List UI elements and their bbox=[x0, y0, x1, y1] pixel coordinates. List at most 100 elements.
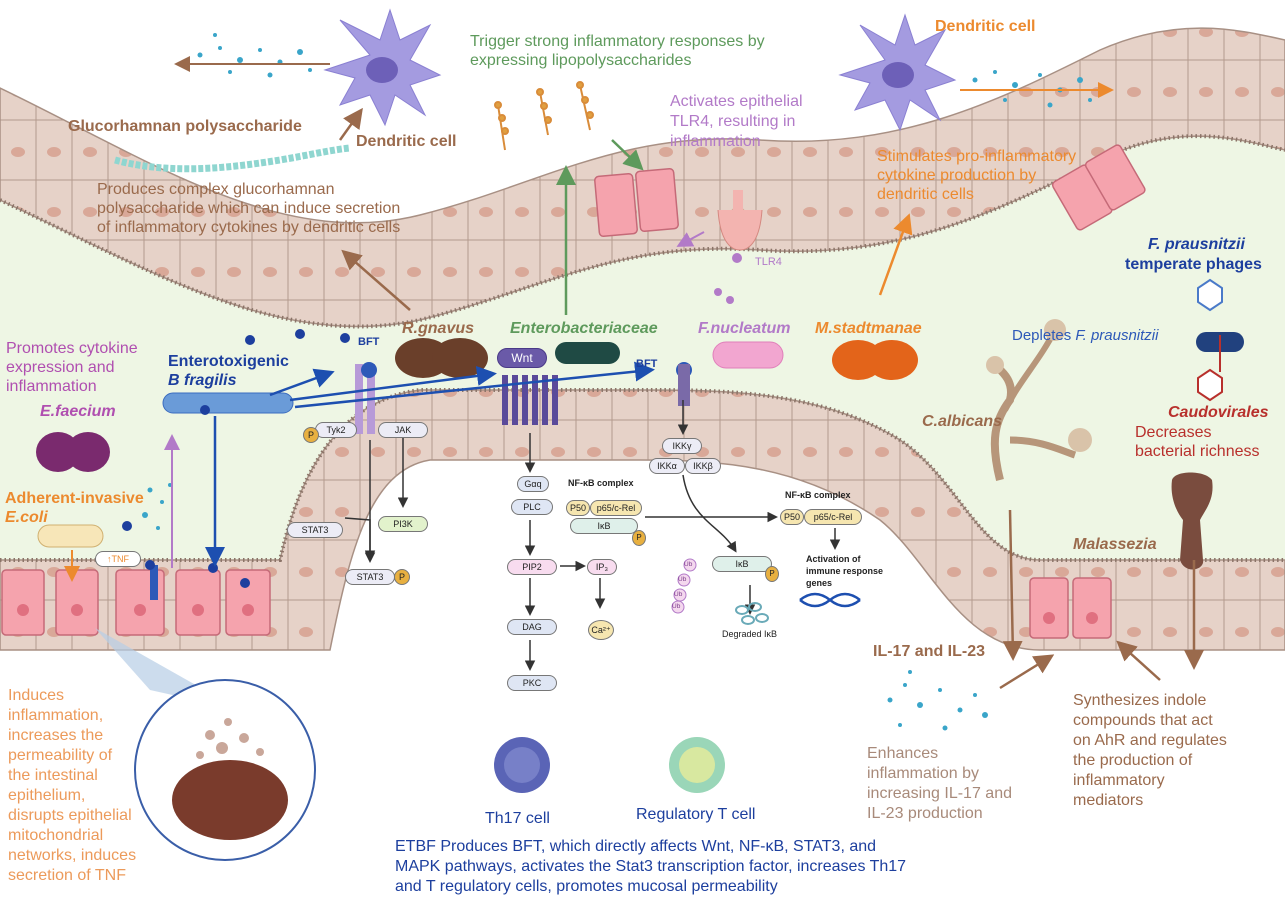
activation-text-2: immune response bbox=[806, 566, 884, 576]
enh-text-3: increasing IL-17 and bbox=[867, 785, 1012, 802]
ub-tag: Ub bbox=[678, 576, 687, 583]
gluco-text-3: of inflammatory cytokines by dendritic c… bbox=[97, 219, 401, 236]
ip3-node: IP₃ bbox=[587, 559, 617, 575]
induces-line: networks, induces bbox=[8, 847, 137, 864]
dendritic-cell-right: Dendritic cell bbox=[935, 18, 1036, 35]
bft-label-right: BFT bbox=[636, 358, 658, 370]
phospho-badge: P bbox=[632, 530, 646, 546]
aiec-label-1: Adherent-invasive bbox=[5, 490, 144, 507]
fnucleatum-label: F.nucleatum bbox=[698, 320, 791, 337]
p50-node-b: P50 bbox=[780, 509, 804, 525]
stim-text-1: Stimulates pro-inflammatory bbox=[877, 148, 1077, 165]
synth-text-3: on AhR and regulates bbox=[1073, 732, 1227, 749]
stat3-node-b: STAT3 bbox=[345, 569, 395, 585]
synth-text-4: the production of bbox=[1073, 752, 1193, 769]
p50-node-a: P50 bbox=[566, 500, 590, 516]
etbf-label-1: Enterotoxigenic bbox=[168, 353, 289, 370]
gaq-node: Gαq bbox=[517, 476, 549, 492]
caudovirales-label: Caudovirales bbox=[1168, 404, 1269, 421]
induces-line: the intestinal bbox=[8, 767, 98, 784]
induces-line: epithelium, bbox=[8, 787, 86, 804]
caudo-text-2: bacterial richness bbox=[1135, 443, 1260, 460]
ca-node: Ca²⁺ bbox=[588, 620, 614, 640]
glucorhamnan-title: Glucorhamnan polysaccharide bbox=[68, 118, 302, 135]
phospho-badge: P bbox=[765, 566, 779, 582]
p65-node-a: p65/c-Rel bbox=[590, 500, 642, 516]
synth-text-1: Synthesizes indole bbox=[1073, 692, 1207, 709]
synth-text-2: compounds that act bbox=[1073, 712, 1213, 729]
mstadtmanae-label: M.stadtmanae bbox=[815, 320, 922, 337]
dendritic-cell-left: Dendritic cell bbox=[356, 133, 457, 150]
tlr4-label: TLR4 bbox=[755, 256, 782, 268]
plc-node: PLC bbox=[511, 499, 553, 515]
activation-text-3: genes bbox=[806, 578, 833, 588]
induces-line: permeability of bbox=[8, 747, 113, 764]
malassezia-label: Malassezia bbox=[1073, 536, 1157, 553]
caudo-text-1: Decreases bbox=[1135, 424, 1212, 441]
etbf-summary-1: ETBF Produces BFT, which directly affect… bbox=[395, 838, 877, 855]
phospho-badge: P bbox=[303, 427, 319, 443]
ikkg-node: IKKγ bbox=[662, 438, 702, 454]
synth-text-5: inflammatory bbox=[1073, 772, 1165, 789]
fp-phage-2: temperate phages bbox=[1125, 256, 1262, 273]
tlr4-text-2: TLR4, resulting in bbox=[670, 113, 796, 130]
pkc-node: PKC bbox=[507, 675, 557, 691]
il17-label: IL-17 and IL-23 bbox=[873, 643, 986, 660]
induces-line: secretion of TNF bbox=[8, 867, 126, 884]
etbf-summary-2: MAPK pathways, activates the Stat3 trans… bbox=[395, 858, 907, 875]
enh-text-4: IL-23 production bbox=[867, 805, 983, 822]
enterobacteriaceae-label: Enterobacteriaceae bbox=[510, 320, 658, 337]
fp-phage-1: F. prausnitzii bbox=[1148, 236, 1245, 253]
synth-text-6: mediators bbox=[1073, 792, 1144, 809]
stim-text-3: dendritic cells bbox=[877, 186, 974, 203]
aiec-label-2: E.coli bbox=[5, 509, 48, 526]
gluco-text-1: Produces complex glucorhamnan bbox=[97, 181, 335, 198]
gluco-text-2: polysaccharide which can induce secretio… bbox=[97, 200, 401, 217]
stim-text-2: cytokine production by bbox=[877, 167, 1037, 184]
activation-text-1: Activation of bbox=[806, 554, 861, 564]
enh-text-1: Enhances bbox=[867, 745, 939, 762]
nfkb-title-b: NF-κB complex bbox=[785, 490, 851, 500]
pip2-node: PIP2 bbox=[507, 559, 557, 575]
lps-text-2: expressing lipopolysaccharides bbox=[470, 52, 692, 69]
etbf-summary-3: and T regulatory cells, promotes mucosal… bbox=[395, 878, 778, 895]
ikb-node-b: IκB bbox=[712, 556, 772, 572]
induces-text: Induces inflammation, increases the perm… bbox=[8, 686, 136, 886]
jak-node: JAK bbox=[378, 422, 428, 438]
etbf-label-2: B fragilis bbox=[168, 372, 237, 389]
dag-node: DAG bbox=[507, 619, 557, 635]
tnf-badge: ↑TNF bbox=[95, 551, 141, 567]
induces-line: increases the bbox=[8, 727, 104, 744]
lps-text-1: Trigger strong inflammatory responses by bbox=[470, 33, 765, 50]
tlr4-text-3: inflammation bbox=[670, 133, 761, 150]
ikb-node-a: IκB bbox=[570, 518, 638, 534]
bft-label-left: BFT bbox=[358, 336, 380, 348]
rgnavus-label: R.gnavus bbox=[402, 320, 475, 337]
th17-label: Th17 cell bbox=[485, 810, 550, 827]
treg-label: Regulatory T cell bbox=[636, 806, 756, 823]
induces-line: mitochondrial bbox=[8, 827, 104, 844]
enh-text-2: inflammation by bbox=[867, 765, 980, 782]
wnt-receptor: Wnt bbox=[497, 348, 547, 368]
p65-node-b: p65/c-Rel bbox=[804, 509, 862, 525]
stat3-node-a: STAT3 bbox=[287, 522, 343, 538]
tlr4-text-1: Activates epithelial bbox=[670, 93, 803, 110]
promotes-text-1: Promotes cytokine bbox=[6, 340, 138, 357]
induces-line: disrupts epithelial bbox=[8, 807, 132, 824]
ub-tag: Ub bbox=[674, 591, 683, 598]
phospho-badge: P bbox=[394, 569, 410, 585]
calbicans-label: C.albicans bbox=[922, 413, 1003, 430]
induces-line: inflammation, bbox=[8, 707, 104, 724]
promotes-text-2: expression and bbox=[6, 359, 115, 376]
degraded-ikb-label: Degraded IκB bbox=[722, 629, 778, 639]
ub-tag: Ub bbox=[672, 603, 681, 610]
promotes-text-3: inflammation bbox=[6, 378, 97, 395]
ikka-node: IKKα bbox=[649, 458, 685, 474]
ub-tag: Ub bbox=[684, 561, 693, 568]
nfkb-title-a: NF-κB complex bbox=[568, 478, 634, 488]
efaecium-label: E.faecium bbox=[40, 403, 116, 420]
induces-line: Induces bbox=[8, 687, 65, 704]
ikkb-node: IKKβ bbox=[685, 458, 721, 474]
tyk2-node: Tyk2 bbox=[315, 422, 357, 438]
